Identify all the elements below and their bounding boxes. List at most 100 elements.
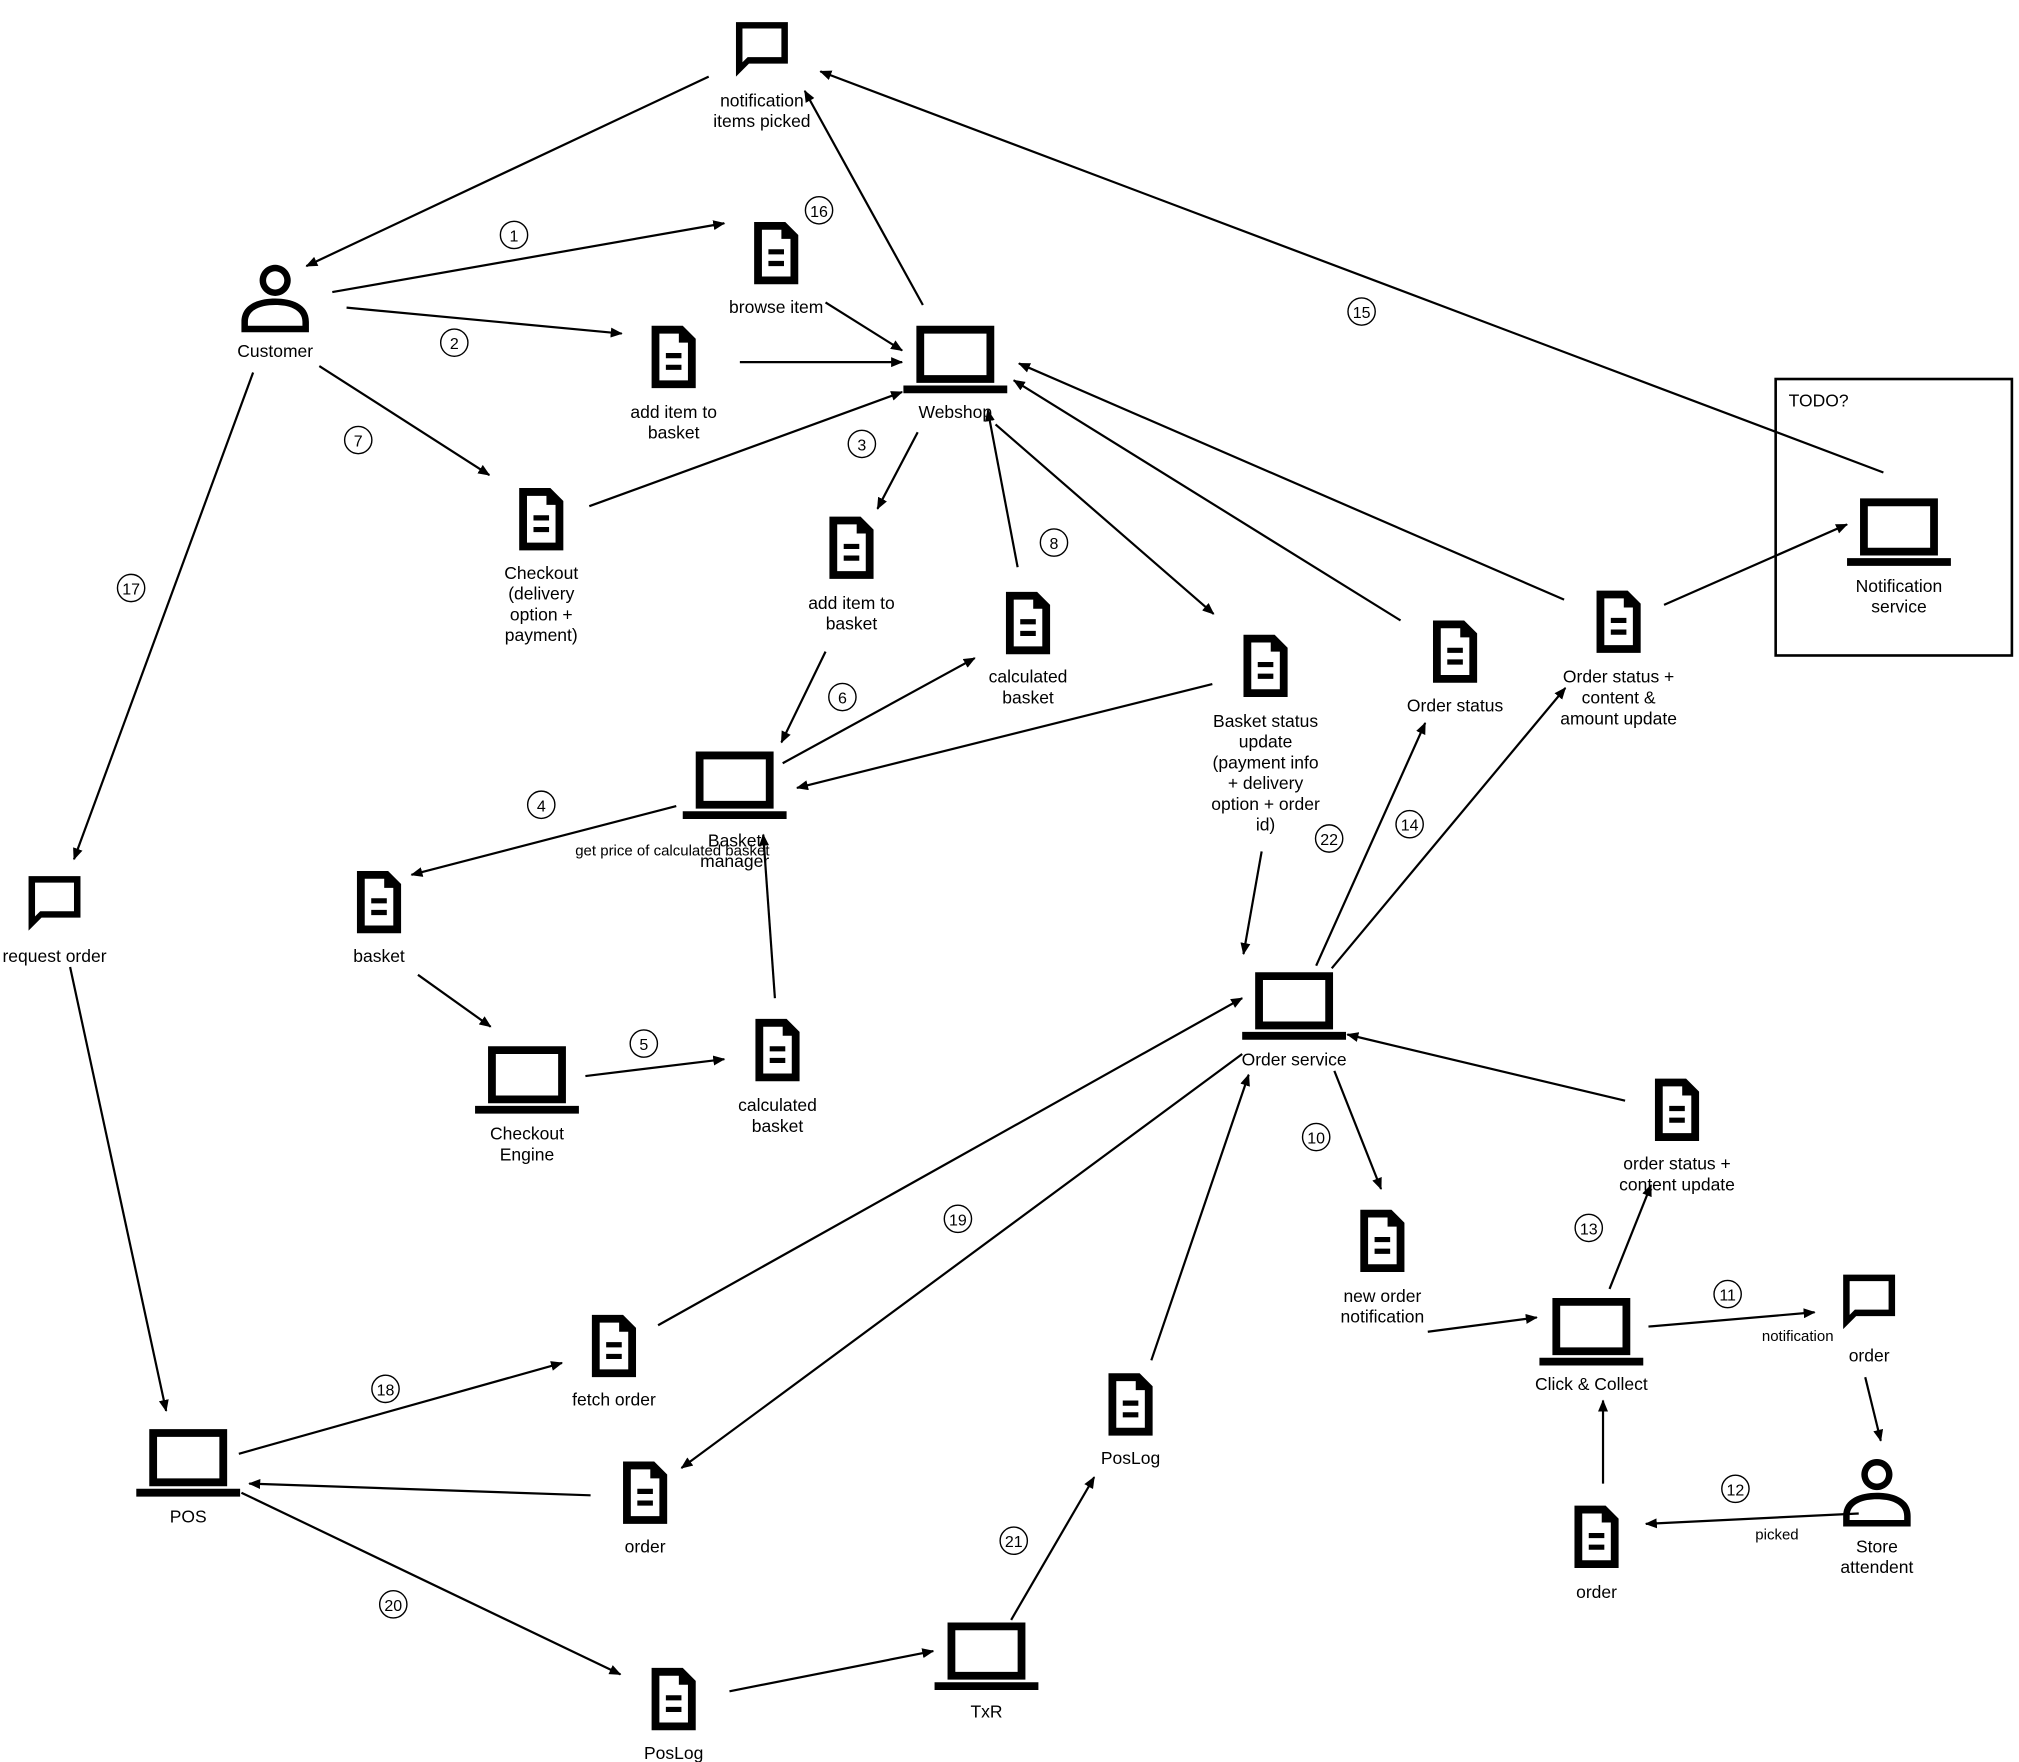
step-number: 6	[838, 691, 847, 708]
node-fetch-order: fetch order	[572, 1314, 656, 1410]
flow-arrow	[759, 833, 777, 999]
flow-arrow	[1644, 1512, 1859, 1529]
step-number-badge: 10	[1301, 1122, 1331, 1152]
flow-arrow	[1150, 1073, 1250, 1361]
step-number: 1	[510, 228, 519, 245]
step-number: 20	[384, 1598, 402, 1615]
group-label: TODO?	[1789, 390, 1849, 410]
node-order-service: Order service	[1242, 972, 1347, 1070]
node-order-content-update: order status +content update	[1619, 1078, 1735, 1194]
edges-layer	[69, 70, 1884, 1693]
node-label: Basket status	[1213, 711, 1318, 731]
step-number-badge: 5	[629, 1029, 659, 1058]
person-icon	[241, 264, 309, 333]
laptop-icon	[934, 1622, 1039, 1690]
document-icon	[651, 325, 696, 389]
node-order-msg: order	[1843, 1274, 1896, 1366]
step-number: 4	[537, 798, 546, 815]
flow-arrow	[1864, 1376, 1884, 1442]
node-label: order	[625, 1536, 666, 1556]
node-label: order status +	[1623, 1153, 1731, 1173]
step-number: 5	[639, 1037, 648, 1054]
node-label: (payment info	[1213, 752, 1319, 772]
step-number: 2	[450, 336, 459, 353]
node-label: Checkout	[490, 1124, 564, 1144]
flow-arrow	[1608, 1184, 1653, 1290]
step-number-badge: 3	[847, 429, 877, 459]
node-label: Notification	[1856, 576, 1943, 596]
node-label: notification	[720, 90, 804, 110]
step-number-badge: 13	[1574, 1213, 1604, 1243]
step-number-badge: 20	[378, 1589, 408, 1619]
flow-arrow	[796, 682, 1213, 791]
flow-arrow	[585, 1055, 726, 1078]
edge-label: notification	[1762, 1328, 1834, 1345]
flow-arrow	[332, 220, 726, 294]
flow-arrow	[657, 997, 1244, 1327]
step-number-badge: 17	[116, 573, 146, 603]
node-label: basket	[826, 614, 878, 634]
step-number-badge: 2	[439, 328, 469, 358]
step-number-badge: 8	[1039, 528, 1069, 557]
document-icon	[1596, 590, 1641, 653]
step-number-badge: 14	[1395, 809, 1424, 839]
node-label: new order	[1343, 1286, 1421, 1306]
laptop-icon	[136, 1429, 241, 1497]
node-label: Click & Collect	[1535, 1374, 1648, 1394]
document-icon	[1243, 634, 1288, 698]
node-label: order	[1576, 1582, 1617, 1602]
node-label: option +	[510, 604, 573, 624]
node-label: content update	[1619, 1174, 1735, 1194]
node-label: add item to	[630, 402, 717, 422]
step-number: 3	[857, 437, 866, 454]
flow-arrow	[238, 1361, 563, 1455]
step-number-badge: 1	[499, 220, 529, 250]
node-label: (delivery	[508, 584, 574, 604]
node-order-doc: order	[623, 1461, 668, 1556]
flow-arrow	[318, 365, 491, 476]
node-request-order: request order	[2, 876, 107, 966]
flow-arrow	[410, 804, 677, 877]
node-label: calculated	[738, 1095, 817, 1115]
edge-label: picked	[1755, 1526, 1798, 1543]
flow-arrow	[305, 75, 710, 268]
step-number-badge: 19	[943, 1204, 973, 1234]
step-number-badge: 15	[1347, 297, 1376, 326]
document-icon	[829, 516, 874, 579]
flow-arrow	[346, 306, 623, 338]
step-number: 12	[1727, 1482, 1745, 1499]
person-icon	[1843, 1458, 1911, 1527]
node-label: fetch order	[572, 1390, 656, 1410]
node-label: Order service	[1242, 1050, 1347, 1070]
node-label: Webshop	[919, 402, 993, 422]
step-number: 13	[1580, 1221, 1598, 1238]
document-icon	[1654, 1078, 1700, 1141]
node-label: basket	[752, 1116, 804, 1136]
step-number: 17	[122, 581, 140, 598]
flow-arrow	[1330, 687, 1567, 970]
node-label: id)	[1256, 815, 1275, 835]
node-order-status: Order status	[1407, 620, 1503, 715]
nodes-layer: CustomerStoreattendentnotificationitems …	[2, 22, 2014, 1762]
node-poslog-1: PosLog	[1101, 1373, 1160, 1468]
flow-arrow	[1333, 1070, 1383, 1190]
flow-arrow	[248, 1478, 591, 1497]
speech-bubble-icon	[28, 876, 81, 931]
speech-bubble-icon	[735, 22, 788, 77]
flow-arrow	[782, 657, 976, 765]
step-number-badge: 7	[343, 425, 373, 455]
node-label: update	[1239, 732, 1293, 752]
flow-arrow	[1240, 851, 1263, 956]
document-icon	[755, 1018, 800, 1082]
todo-group: TODO?	[1774, 377, 2014, 657]
document-icon	[1432, 620, 1478, 683]
